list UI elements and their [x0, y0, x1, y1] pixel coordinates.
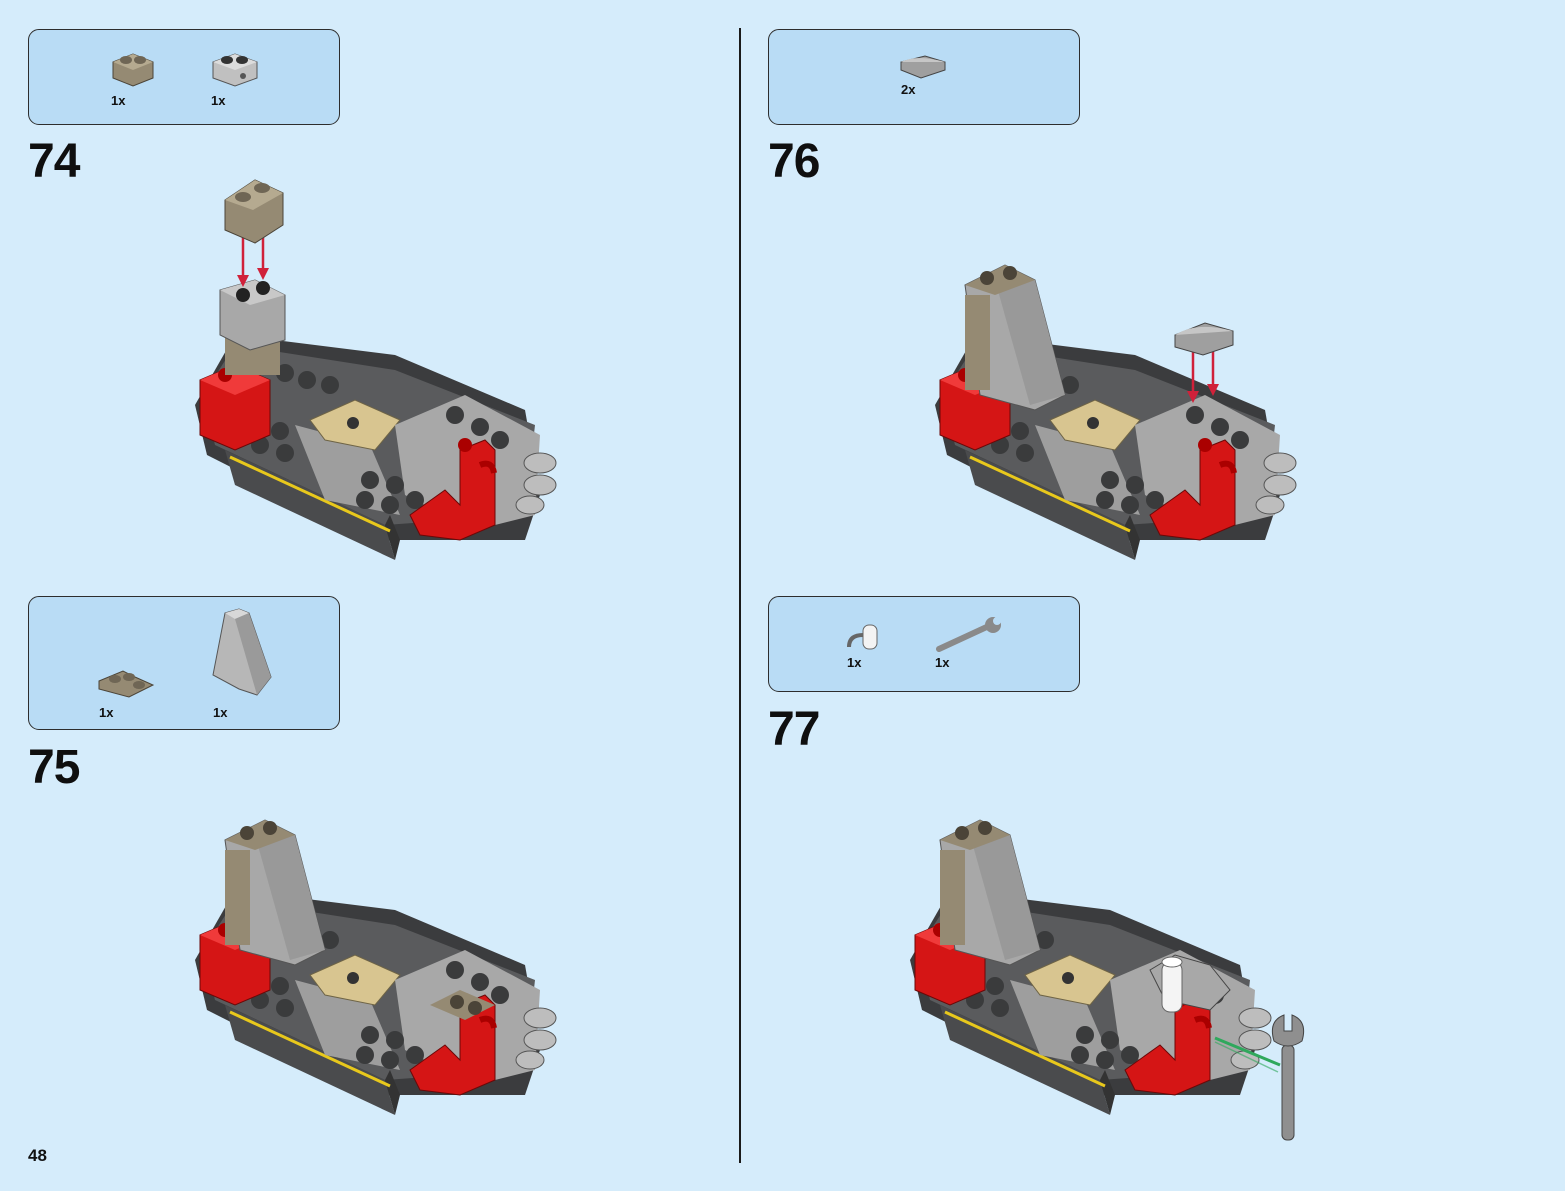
part-qty: 2x: [901, 82, 915, 97]
step-77-model: [910, 810, 1320, 1140]
part-qty: 1x: [211, 93, 225, 108]
step-75-model: [195, 810, 555, 1120]
parts-list-step-76: 2x: [768, 29, 1080, 125]
white-clip-icon: [845, 621, 885, 655]
dark-tan-plate-icon: [95, 663, 159, 703]
light-gray-technic-brick-icon: [209, 48, 261, 88]
parts-list-step-74: 1x 1x: [28, 29, 340, 125]
dark-tan-brick-icon: [109, 48, 157, 88]
step-number: 75: [28, 744, 79, 792]
part-qty: 1x: [99, 705, 113, 720]
parts-list-step-75: 1x 1x: [28, 596, 340, 730]
wrench-tool: [1272, 1015, 1303, 1140]
page-number: 48: [28, 1146, 47, 1166]
step-number: 74: [28, 138, 79, 186]
part-qty: 1x: [847, 655, 861, 670]
light-gray-curved-tile-icon: [897, 52, 951, 82]
parts-list-step-77: 1x 1x: [768, 596, 1080, 692]
step-76-model: [935, 235, 1295, 555]
gray-wrench-icon: [933, 615, 1005, 655]
part-qty: 1x: [213, 705, 227, 720]
part-qty: 1x: [111, 93, 125, 108]
part-qty: 1x: [935, 655, 949, 670]
light-gray-slope-icon: [209, 607, 279, 702]
step-number: 76: [768, 138, 819, 186]
page-divider: [739, 28, 741, 1163]
step-74-model: [195, 175, 555, 555]
step-number: 77: [768, 706, 819, 754]
